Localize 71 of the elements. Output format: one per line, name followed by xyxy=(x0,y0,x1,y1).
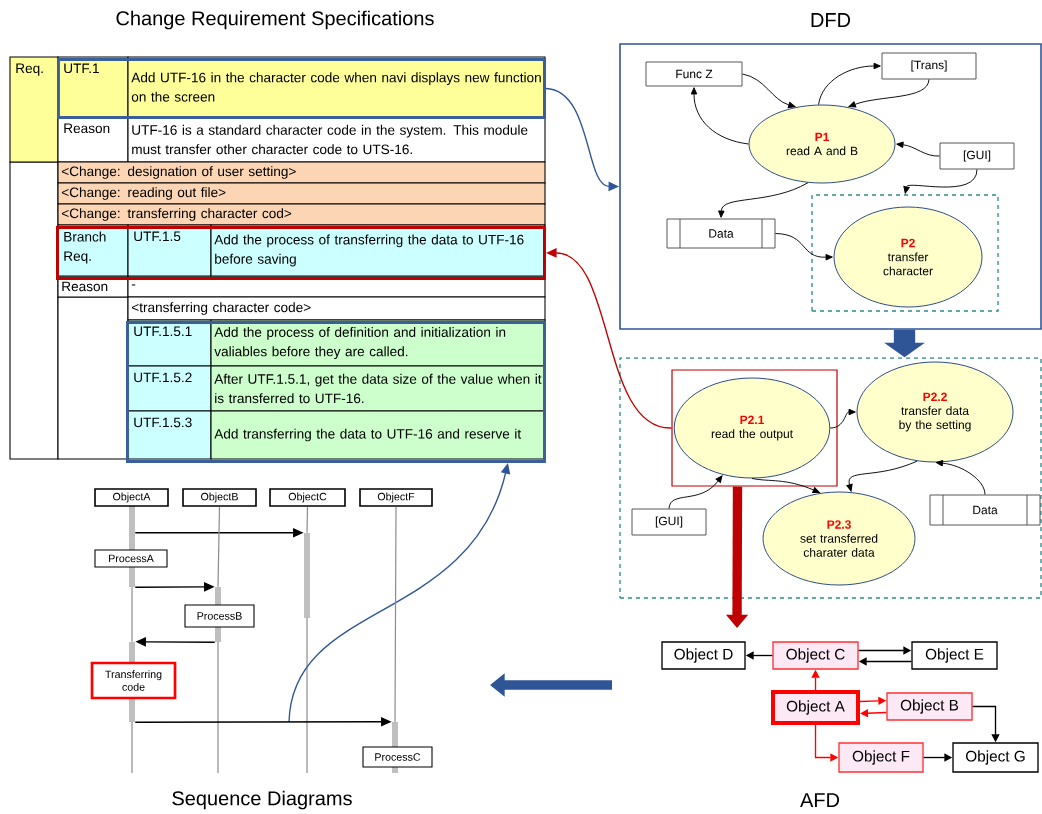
object-header: ObjectC xyxy=(269,488,346,507)
activation-bar xyxy=(304,533,310,618)
table-cell: Reason xyxy=(57,116,129,163)
object-box: Object F xyxy=(838,742,924,773)
object-box: Object E xyxy=(911,641,998,670)
activation-bar xyxy=(129,567,135,587)
heading: DFD xyxy=(811,13,851,27)
arrow xyxy=(751,478,820,493)
object-box: Object B xyxy=(886,692,973,721)
activation-bar xyxy=(129,642,135,663)
arrow xyxy=(668,475,723,509)
activation-bar xyxy=(215,627,221,642)
table-cell: UTF.1.5.2 xyxy=(127,365,212,412)
table-cell: Add the process of definition and initialization in valiables before they are called. xyxy=(210,319,546,367)
arrow xyxy=(829,408,856,429)
process-box: [Trans] xyxy=(881,52,977,80)
process-box: ProcessC xyxy=(362,746,433,768)
table-cell: <Change: reading out file> xyxy=(57,182,546,205)
object-box: Object D xyxy=(661,641,746,670)
arrow xyxy=(690,87,749,145)
highlight-frame xyxy=(671,369,838,487)
lifeline xyxy=(306,506,309,534)
arrow xyxy=(896,141,940,157)
table-cell: Add transferring the data to UTF-16 and reserve it xyxy=(210,410,546,460)
arrow xyxy=(848,79,930,108)
data-store: Data xyxy=(929,494,1041,526)
table-cell: UTF.1 xyxy=(57,56,129,118)
arrow xyxy=(846,460,918,492)
table-cell: <Change: transferring character cod> xyxy=(57,203,546,226)
activation-bar xyxy=(215,587,221,605)
object-box: Object C xyxy=(772,641,859,670)
lifeline xyxy=(217,506,221,588)
arrow xyxy=(903,169,978,194)
lifeline xyxy=(394,506,397,723)
arrow xyxy=(718,182,809,218)
dashed-frame xyxy=(619,357,1042,599)
heading: Change Requirement Specifications xyxy=(116,10,434,30)
lifeline xyxy=(131,586,133,643)
object-header: ObjectB xyxy=(182,488,257,507)
object-box: Object G xyxy=(952,742,1039,773)
process-box: ProcessA xyxy=(94,549,168,568)
process-box: Transferring code xyxy=(90,661,177,700)
activation-bar xyxy=(392,722,398,747)
arrow xyxy=(935,459,986,495)
table-cell: Req. xyxy=(9,56,59,163)
activation-bar xyxy=(129,506,135,550)
heading: AFD xyxy=(800,793,840,807)
process-box: ProcessB xyxy=(184,604,255,628)
curved-arrow xyxy=(546,248,673,429)
data-store: Data xyxy=(666,218,776,249)
arrow xyxy=(742,73,796,109)
object-box: Object A xyxy=(771,690,860,725)
dashed-frame xyxy=(811,194,999,312)
table-cell: After UTF.1.5.1, get the data size of the value when it is transferred to UTF-16. xyxy=(210,365,546,412)
object-header: ObjectA xyxy=(94,488,169,507)
table-cell: UTF.1.5.3 xyxy=(127,410,212,460)
table-cell: UTF.1.5 xyxy=(127,224,212,277)
process-box: [GUI] xyxy=(631,508,707,536)
table-cell: Branch Req. xyxy=(57,224,129,277)
activation-bar xyxy=(129,698,135,722)
curved-arrow xyxy=(288,463,511,723)
arrow xyxy=(818,62,881,106)
table-cell: UTF.1.5.1 xyxy=(127,319,212,367)
arrow xyxy=(860,709,887,718)
heading: Sequence Diagrams xyxy=(172,790,352,810)
process-box: Func Z xyxy=(645,61,743,87)
object-header: ObjectF xyxy=(359,488,433,507)
arrow xyxy=(775,233,833,261)
process-box: [GUI] xyxy=(939,142,1015,170)
table-cell: <transferring character code> xyxy=(127,296,546,321)
table-cell: <Change: designation of user setting> xyxy=(57,161,546,184)
